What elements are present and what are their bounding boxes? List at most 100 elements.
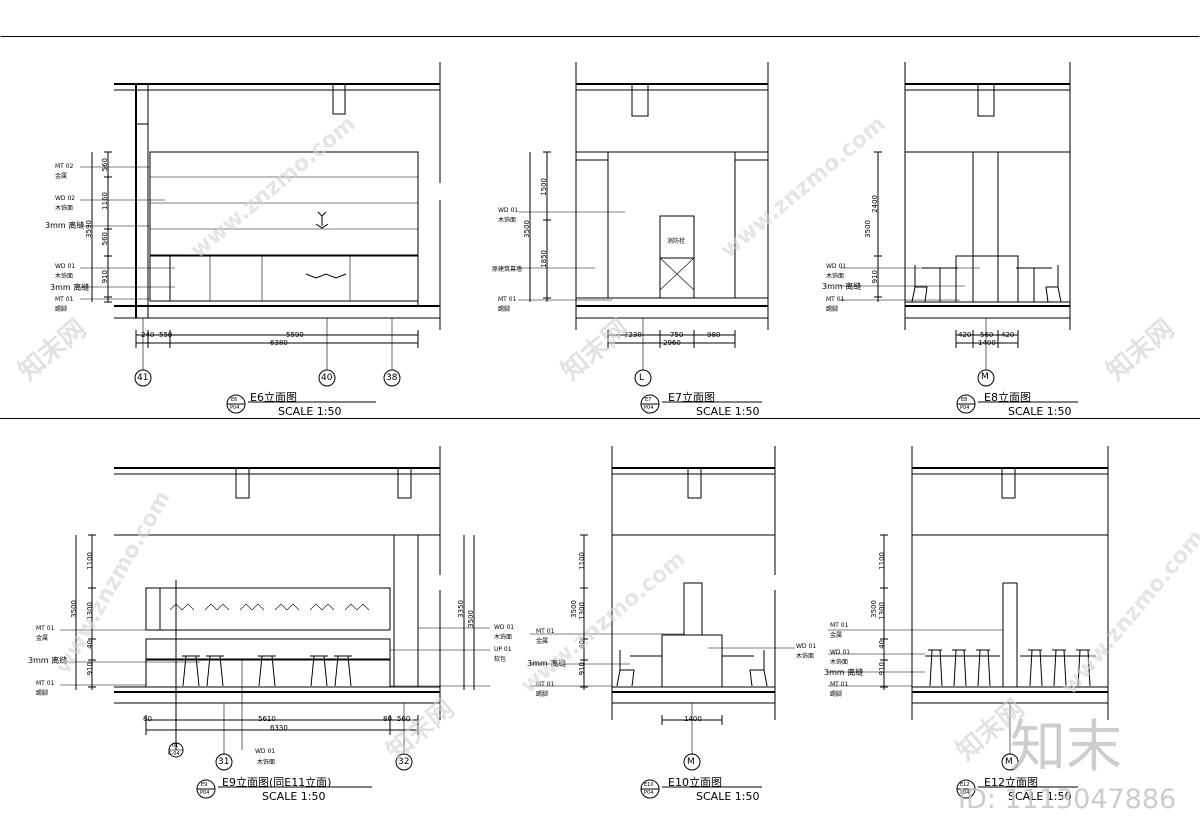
- sheet-top-border: [0, 36, 1200, 37]
- e6-note-5: 踢脚: [55, 306, 68, 313]
- e6-dim-total: 3590: [85, 220, 93, 238]
- watermark-logo-3: 知末网: [1101, 313, 1181, 387]
- elevation-e12: [828, 446, 1109, 771]
- e9-dim-right-1: 3500: [467, 610, 475, 628]
- e6-dim-left-2: 560: [101, 232, 109, 246]
- e9-dim-3: 560: [397, 715, 411, 723]
- e7-scale: SCALE 1:50: [696, 405, 760, 418]
- e8-label-1: 3mm 离缝: [822, 282, 862, 291]
- e10-scale: SCALE 1:50: [696, 790, 760, 803]
- e12-note-0: 金属: [830, 632, 843, 639]
- e6-dim-240: 240: [141, 331, 155, 339]
- e9-dim-total: 3500: [70, 600, 78, 618]
- e10-dim-0: 1400: [684, 715, 702, 723]
- e7-note-0: 木饰面: [498, 217, 517, 224]
- e9-dim-0: 80: [143, 715, 152, 723]
- e9-grid-31: 31: [218, 757, 230, 767]
- e8-label-0: WD 01: [826, 263, 847, 270]
- watermark-id: ID: 1113047886: [958, 784, 1177, 815]
- e9-label-2: WD 01: [494, 624, 515, 631]
- e6-tag-top: E6: [231, 397, 238, 403]
- e9-label-0: MT 01: [36, 625, 55, 632]
- e10-dim-left-1: 1300: [578, 602, 586, 620]
- e12-dim-left-3: 910: [878, 662, 886, 676]
- e10-label-3: WD 01: [796, 643, 817, 650]
- e6-dim-550: 550: [159, 331, 173, 339]
- elevation-e9: [60, 446, 490, 771]
- e8-note-2: 踢脚: [826, 306, 839, 313]
- watermark-site-5: www.znzmo.com: [1057, 525, 1200, 700]
- e12-dim-left-1: 1300: [878, 602, 886, 620]
- e7-title: E7立面图: [668, 391, 715, 404]
- e10-label-1: 3mm 离缝: [527, 659, 567, 668]
- e12-dim-left-0: 1100: [878, 552, 886, 570]
- e6-label-4: 3mm 离缝: [50, 283, 90, 292]
- e9-grid-32: 32: [398, 757, 410, 767]
- e12-tag-bottom: P04: [960, 790, 970, 796]
- e8-dim-total: 3500: [864, 220, 872, 238]
- e9-scale: SCALE 1:50: [262, 790, 326, 803]
- e8-label-2: MT 01: [826, 296, 845, 303]
- e9-tag-top: E9: [201, 782, 208, 788]
- e10-grid-M: M: [687, 757, 695, 767]
- e8-dim-0: 420: [958, 331, 972, 339]
- e9-note-3: 软包: [494, 656, 507, 663]
- elevation-e7: [518, 62, 769, 387]
- e10-tag-bottom: P04: [644, 790, 654, 796]
- e8-tag-top: E8: [961, 397, 968, 403]
- e6-label-0: MT 02: [55, 163, 74, 170]
- elevation-e10: [530, 446, 795, 771]
- e9-title: E9立面图(同E11立面): [222, 776, 332, 789]
- e6-label-3: WD 01: [55, 263, 76, 270]
- e7-dim-750: 750: [670, 331, 684, 339]
- e7-label-2: MT 01: [498, 296, 517, 303]
- e8-dim-left-0: 2400: [871, 195, 879, 213]
- e9-section-num: 01: [172, 743, 179, 749]
- e7-dim-left-0: 1500: [540, 178, 548, 196]
- e7-dim-total: 3500: [523, 220, 531, 238]
- e8-grid-M: M: [981, 372, 989, 382]
- e6-dim-left-1: 1160: [101, 192, 109, 210]
- e6-note-3: 木饰面: [55, 273, 74, 280]
- e6-dim-left-0: 560: [101, 158, 109, 172]
- watermark-logo-4: 知末网: [381, 693, 461, 767]
- e12-grid-M: M: [1005, 757, 1013, 767]
- e12-dim-left-2: 40: [878, 640, 886, 649]
- e6-tag-bottom: P04: [230, 405, 240, 411]
- watermark-logo-1: 知末网: [13, 313, 93, 387]
- e6-label-5: MT 01: [55, 296, 74, 303]
- e12-scale: SCALE 1:50: [1008, 790, 1072, 803]
- e9-label-3: UP 01: [494, 646, 512, 653]
- watermark-site-3: www.znzmo.com: [50, 486, 176, 679]
- e12-tag-top: E12: [960, 782, 970, 788]
- e7-dim-left-1: 1850: [540, 250, 548, 268]
- e8-scale: SCALE 1:50: [1008, 405, 1072, 418]
- e9-dim-right-0: 3350: [457, 600, 465, 618]
- e6-note-0: 金属: [55, 173, 68, 180]
- e12-label-2: 3mm 离缝: [824, 668, 864, 677]
- e7-grid-L: L: [639, 373, 645, 383]
- elevation-e6: [80, 62, 441, 387]
- e9-dim-left-0: 1100: [86, 552, 94, 570]
- e8-dim-2: 420: [1001, 331, 1015, 339]
- e8-dim-left-1: 910: [871, 270, 879, 284]
- e6-grid-38: 38: [386, 373, 398, 383]
- e6-label-2: 3mm 离缝: [45, 221, 85, 230]
- watermark-site-1: www.znzmo.com: [186, 111, 361, 264]
- e7-door-text: 消防栓: [667, 238, 686, 245]
- e6-dim-left-3: 910: [101, 270, 109, 284]
- e12-label-3: MT 01: [830, 681, 849, 688]
- e7-dim-2960: 2960: [663, 339, 681, 347]
- e9-note-0: 金属: [36, 635, 49, 642]
- e10-title: E10立面图: [668, 776, 722, 789]
- e12-title: E12立面图: [984, 776, 1038, 789]
- e10-dim-total: 3500: [570, 600, 578, 618]
- e9-dim-2: 80: [383, 715, 392, 723]
- e7-tag-bottom: P04: [644, 405, 654, 411]
- e9-callout-note: 木饰面: [257, 759, 276, 766]
- e8-note-0: 木饰面: [826, 273, 845, 280]
- e12-label-0: MT 01: [830, 622, 849, 629]
- e10-note-3: 木饰面: [796, 653, 815, 660]
